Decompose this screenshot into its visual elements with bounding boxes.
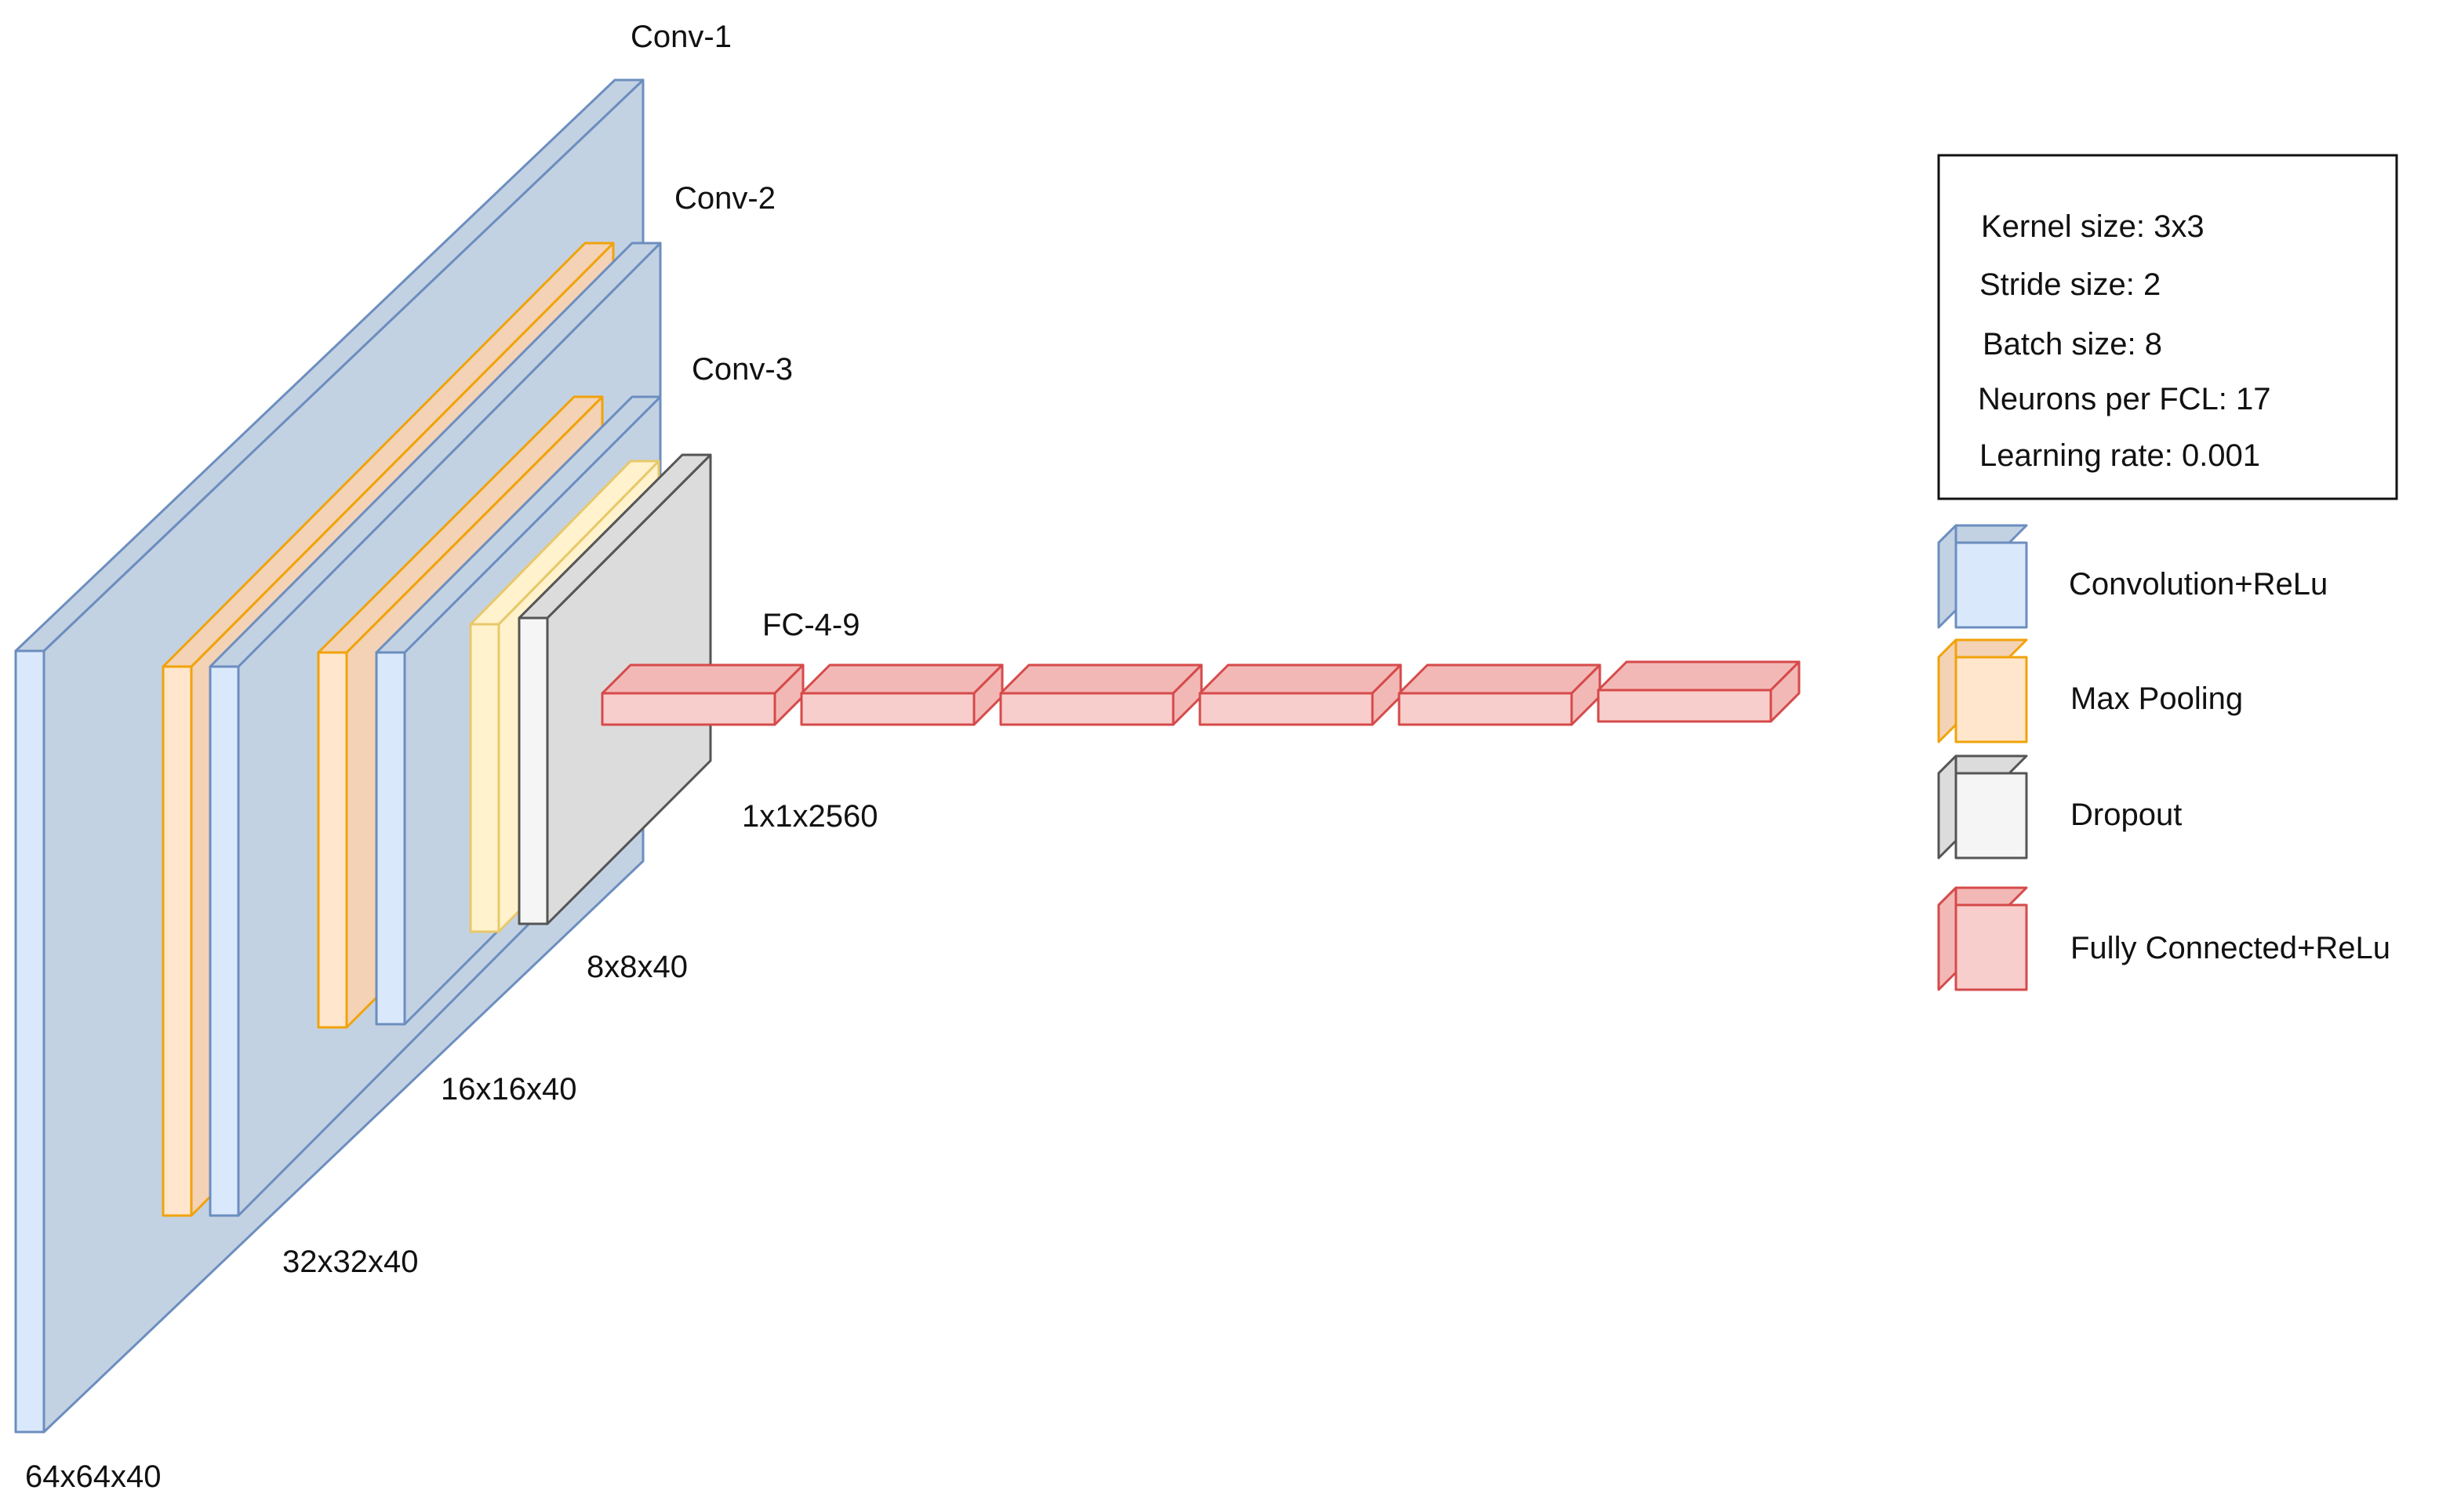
fc-block-5 bbox=[1398, 663, 1601, 726]
fc-block-top-face bbox=[1198, 663, 1402, 695]
legend-dropout-label: Dropout bbox=[2070, 798, 2182, 832]
gray-cube-icon bbox=[1937, 754, 2028, 860]
neurons-per-fcl-text: Neurons per FCL: 17 bbox=[1978, 382, 2271, 416]
conv3-dims-label: 16x16x40 bbox=[441, 1072, 576, 1107]
conv2-label: Conv-2 bbox=[674, 181, 776, 216]
fc-block-top-face bbox=[800, 663, 1004, 695]
conv1-front-face bbox=[14, 649, 45, 1434]
conv3-label: Conv-3 bbox=[692, 352, 793, 387]
legend-fc-label: Fully Connected+ReLu bbox=[2070, 931, 2390, 965]
fc-block-front-face bbox=[1198, 692, 1374, 726]
fc-block-front-face bbox=[601, 692, 776, 726]
conv2-dims-label: 32x32x40 bbox=[282, 1245, 418, 1279]
conv3-front-face bbox=[375, 651, 406, 1026]
fc-block-1 bbox=[601, 663, 805, 726]
pool3-dims-label: 8x8x40 bbox=[587, 950, 688, 984]
fc-block-top-face bbox=[999, 663, 1203, 695]
red-cube-icon bbox=[1937, 886, 2028, 991]
fc-block-top-face bbox=[601, 663, 805, 695]
fc-block-2 bbox=[800, 663, 1004, 726]
hyperparameter-box-border bbox=[1937, 154, 2398, 500]
fc-block-front-face bbox=[1398, 692, 1573, 726]
conv1-dims-label: 64x64x40 bbox=[25, 1459, 161, 1494]
fc-block-3 bbox=[999, 663, 1203, 726]
fc-block-front-face bbox=[1597, 689, 1772, 723]
fc-blocks bbox=[601, 660, 1801, 726]
conv1-label: Conv-1 bbox=[631, 20, 732, 54]
fc-block-4 bbox=[1198, 663, 1402, 726]
blue-cube-icon bbox=[1937, 524, 2028, 629]
learning-rate-text: Learning rate: 0.001 bbox=[1979, 438, 2260, 473]
pool3-front-face bbox=[469, 623, 500, 933]
conv2-front-face bbox=[209, 665, 240, 1217]
stride-size-text: Stride size: 2 bbox=[1979, 267, 2161, 302]
fc-block-top-face bbox=[1398, 663, 1601, 695]
dropout-front-face bbox=[518, 616, 549, 925]
fc-block-6 bbox=[1597, 660, 1801, 723]
fc-label: FC-4-9 bbox=[762, 608, 860, 642]
pool1-front-face bbox=[162, 665, 193, 1217]
legend-conv-label: Convolution+ReLu bbox=[2069, 567, 2328, 602]
kernel-size-text: Kernel size: 3x3 bbox=[1981, 209, 2205, 244]
pool2-front-face bbox=[317, 651, 348, 1029]
legend-pool-label: Max Pooling bbox=[2070, 681, 2243, 716]
legend: Convolution+ReLu Max Pooling Dropout Ful… bbox=[1937, 524, 2390, 991]
fc-block-front-face bbox=[800, 692, 976, 726]
fc-block-front-face bbox=[999, 692, 1175, 726]
batch-size-text: Batch size: 8 bbox=[1983, 327, 2162, 362]
orange-cube-icon bbox=[1937, 638, 2028, 743]
fc-block-top-face bbox=[1597, 660, 1801, 692]
fc-dims-label: 1x1x2560 bbox=[742, 799, 878, 834]
hyperparameter-box: Kernel size: 3x3 Stride size: 2 Batch si… bbox=[1937, 154, 2398, 500]
